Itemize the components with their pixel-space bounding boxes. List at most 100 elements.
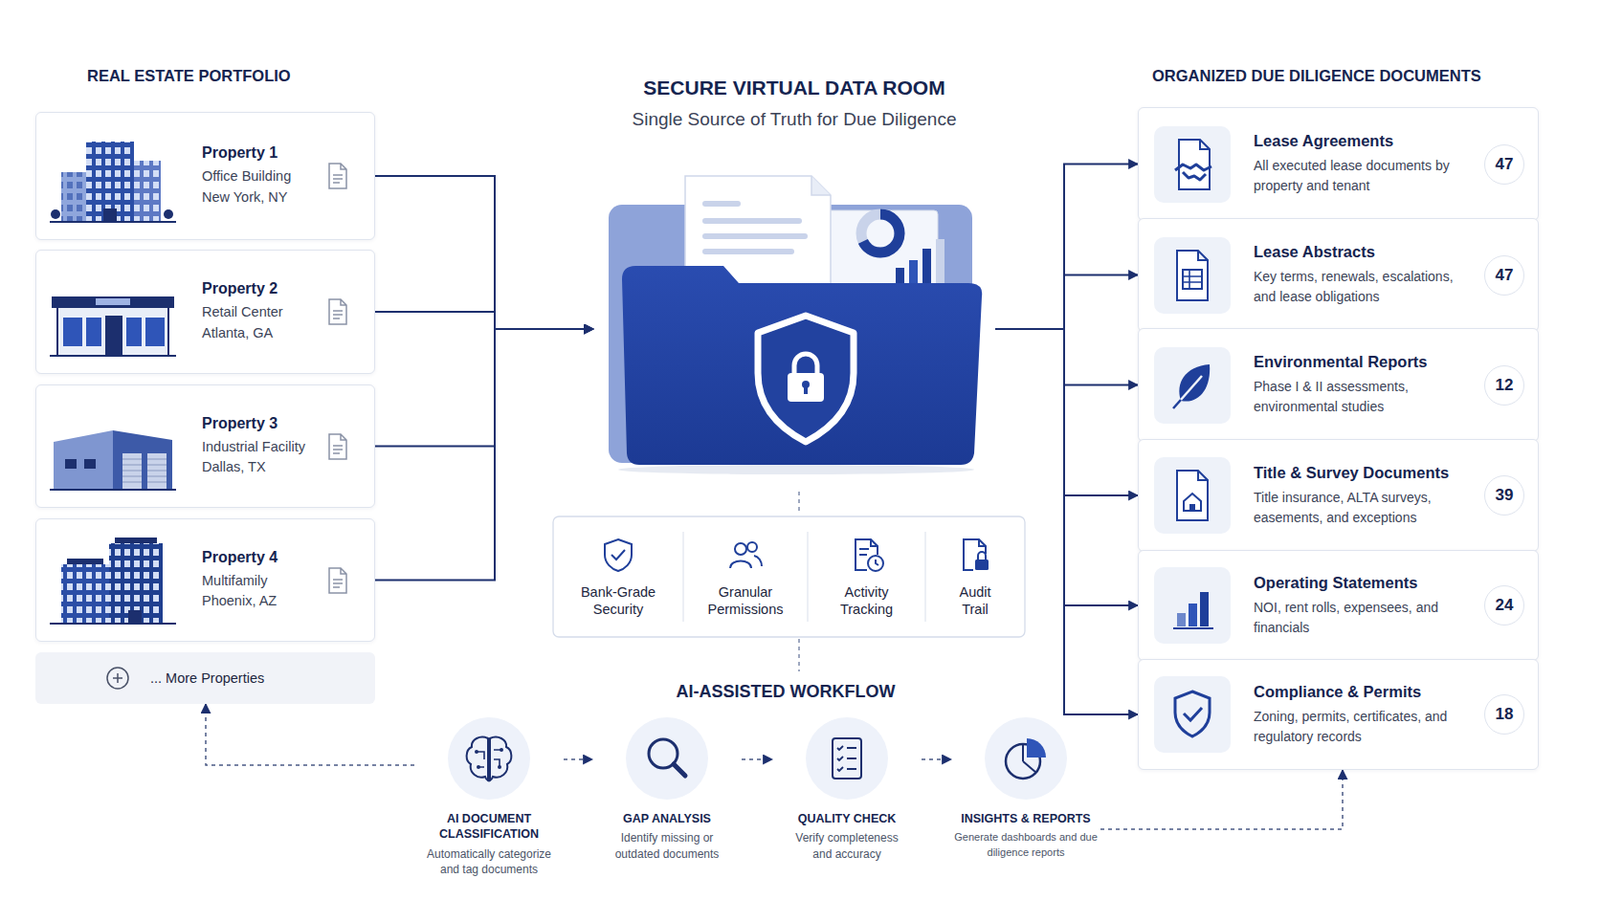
- leaf-icon: [1154, 347, 1231, 424]
- dashed-connector: [205, 704, 415, 766]
- text-column: Property 4 MultifamilyPhoenix, AZ: [201, 519, 278, 642]
- feature-item: Granular Permissions: [688, 522, 803, 632]
- property-card: Property 1Office BuildingNew York, NY: [35, 111, 376, 241]
- lease-icon: [1154, 126, 1231, 203]
- connector-arrow: [995, 329, 1138, 496]
- divider: [924, 532, 926, 623]
- step-title: GAP ANALYSIS: [622, 811, 712, 827]
- category-title: Lease Abstracts: [1253, 243, 1472, 262]
- abstract-icon: [1154, 237, 1231, 314]
- feature-item: Activity Tracking: [812, 522, 921, 632]
- step-description: Verify completeness and accuracy: [788, 830, 906, 864]
- property-type: Multifamily: [201, 571, 278, 592]
- divider: [682, 532, 684, 623]
- multifamily-building: [45, 535, 180, 632]
- document-category-card: 47 Lease AgreementsAll executed lease doc…: [1137, 107, 1539, 222]
- connector-arrow: [995, 164, 1138, 331]
- document-count: 18: [1484, 694, 1525, 735]
- document-icon: [326, 161, 350, 191]
- checklist-icon: [803, 715, 890, 802]
- category-description: Title insurance, ALTA surveys, easements…: [1253, 488, 1472, 529]
- document-category-card: 39 Title & Survey DocumentsTitle insuranc…: [1137, 439, 1539, 553]
- feature-strip: [553, 516, 1025, 638]
- users-icon: [726, 535, 765, 575]
- more-properties-card: ... More Properties: [35, 652, 376, 705]
- connector-arrow: [375, 329, 594, 447]
- step-title: INSIGHTS & REPORTS: [960, 811, 1090, 827]
- document-category-card: 12Environmental ReportsPhase I & II asse…: [1137, 328, 1539, 443]
- data-room: SECURE VIRTUAL DATA ROOM Single Source of…: [593, 76, 996, 489]
- text-column: Lease AgreementsAll executed lease docum…: [1253, 108, 1472, 221]
- document-icon: [326, 432, 350, 462]
- text-column: Environmental ReportsPhase I & II assess…: [1253, 329, 1472, 442]
- industrial-building: [45, 401, 180, 498]
- category-title: Operating Statements: [1253, 574, 1472, 593]
- feature-label: Granular Permissions: [697, 583, 794, 619]
- workflow-step: QUALITY CHECKVerify completeness and acc…: [772, 715, 922, 864]
- property-location: Dallas, TX: [201, 457, 306, 478]
- dashed-link: [798, 639, 800, 672]
- divider: [806, 532, 808, 623]
- document-icon: [326, 566, 350, 596]
- dashed-link: [798, 491, 800, 515]
- text-column: Property 3Industrial FacilityDallas, TX: [201, 385, 306, 508]
- document-category-card: 24 Operating StatementsNOI, rent rolls, e…: [1137, 550, 1539, 662]
- step-title: AI DOCUMENT CLASSIFICATION: [421, 811, 557, 844]
- connector-arrow: [995, 329, 1138, 386]
- feature-label: Activity Tracking: [819, 583, 915, 619]
- document-count: 47: [1484, 144, 1525, 185]
- workflow-step: INSIGHTS & REPORTSGenerate dashboards an…: [951, 715, 1101, 861]
- text-column: Compliance & PermitsZoning, permits, cer…: [1253, 660, 1472, 770]
- dashed-connector: [741, 758, 773, 761]
- retail-building: [45, 267, 180, 364]
- property-card: Property 3Industrial FacilityDallas, TX: [35, 384, 376, 509]
- property-type: Industrial Facility: [201, 437, 306, 458]
- section-heading: AI-ASSISTED WORKFLOW: [676, 682, 896, 703]
- category-description: Key terms, renewals, escalations, and le…: [1253, 266, 1472, 308]
- section-title: SECURE VIRTUAL DATA ROOM: [643, 76, 945, 100]
- shield-icon: [599, 535, 638, 575]
- connector-arrow: [375, 311, 594, 330]
- property-name: Property 2: [201, 280, 284, 298]
- magnifier-icon: [623, 715, 711, 802]
- section-subtitle: Single Source of Truth for Due Diligence: [631, 109, 956, 131]
- document-category-card: 18 Compliance & PermitsZoning, permits, c…: [1137, 659, 1539, 771]
- column-heading: REAL ESTATE PORTFOLIO: [87, 66, 291, 86]
- text-column: Lease AbstractsKey terms, renewals, esca…: [1253, 219, 1472, 332]
- document-category-card: 47 Lease AbstractsKey terms, renewals, es…: [1137, 218, 1539, 333]
- ai-brain-icon: [445, 715, 533, 802]
- dashed-connector: [1100, 770, 1343, 830]
- secure-folder: [593, 172, 996, 477]
- feature-label: Audit Trail: [947, 583, 1003, 619]
- property-location: Atlanta, GA: [201, 323, 284, 344]
- category-title: Environmental Reports: [1253, 353, 1472, 372]
- plus-icon: [105, 666, 131, 691]
- property-name: Property 1: [201, 144, 291, 162]
- property-location: Phoenix, AZ: [201, 591, 278, 612]
- compliance-icon: [1154, 676, 1231, 754]
- document-count: 39: [1484, 475, 1525, 516]
- text-column: Operating StatementsNOI, rent rolls, exp…: [1253, 551, 1472, 661]
- category-description: Zoning, permits, certificates, and regul…: [1253, 707, 1472, 748]
- property-type: Office Building: [201, 166, 291, 187]
- feature-label: Bank-Grade Security: [570, 583, 667, 619]
- connector-arrow: [375, 176, 594, 330]
- workflow-step: AI DOCUMENT CLASSIFICATIONAutomatically …: [414, 715, 564, 879]
- document-count: 47: [1484, 255, 1525, 296]
- dashed-connector: [563, 758, 593, 761]
- text-column: Title & Survey DocumentsTitle insurance,…: [1253, 440, 1472, 552]
- property-name: Property 4: [201, 549, 278, 567]
- document-icon: [326, 297, 350, 327]
- category-title: Title & Survey Documents: [1253, 464, 1472, 483]
- document-count: 24: [1484, 585, 1525, 626]
- connector-arrow: [995, 275, 1138, 331]
- step-description: Automatically categorize and tag documen…: [421, 846, 557, 880]
- category-title: Lease Agreements: [1253, 132, 1472, 151]
- text-column: Property 2Retail CenterAtlanta, GA: [201, 250, 284, 374]
- property-card: Property 2Retail CenterAtlanta, GA: [35, 249, 376, 375]
- text-column: Property 1Office BuildingNew York, NY: [201, 112, 291, 240]
- pie-chart-icon: [982, 715, 1069, 802]
- more-link: ... More Properties: [150, 670, 265, 687]
- property-card: Property 4 MultifamilyPhoenix, AZ: [35, 518, 376, 643]
